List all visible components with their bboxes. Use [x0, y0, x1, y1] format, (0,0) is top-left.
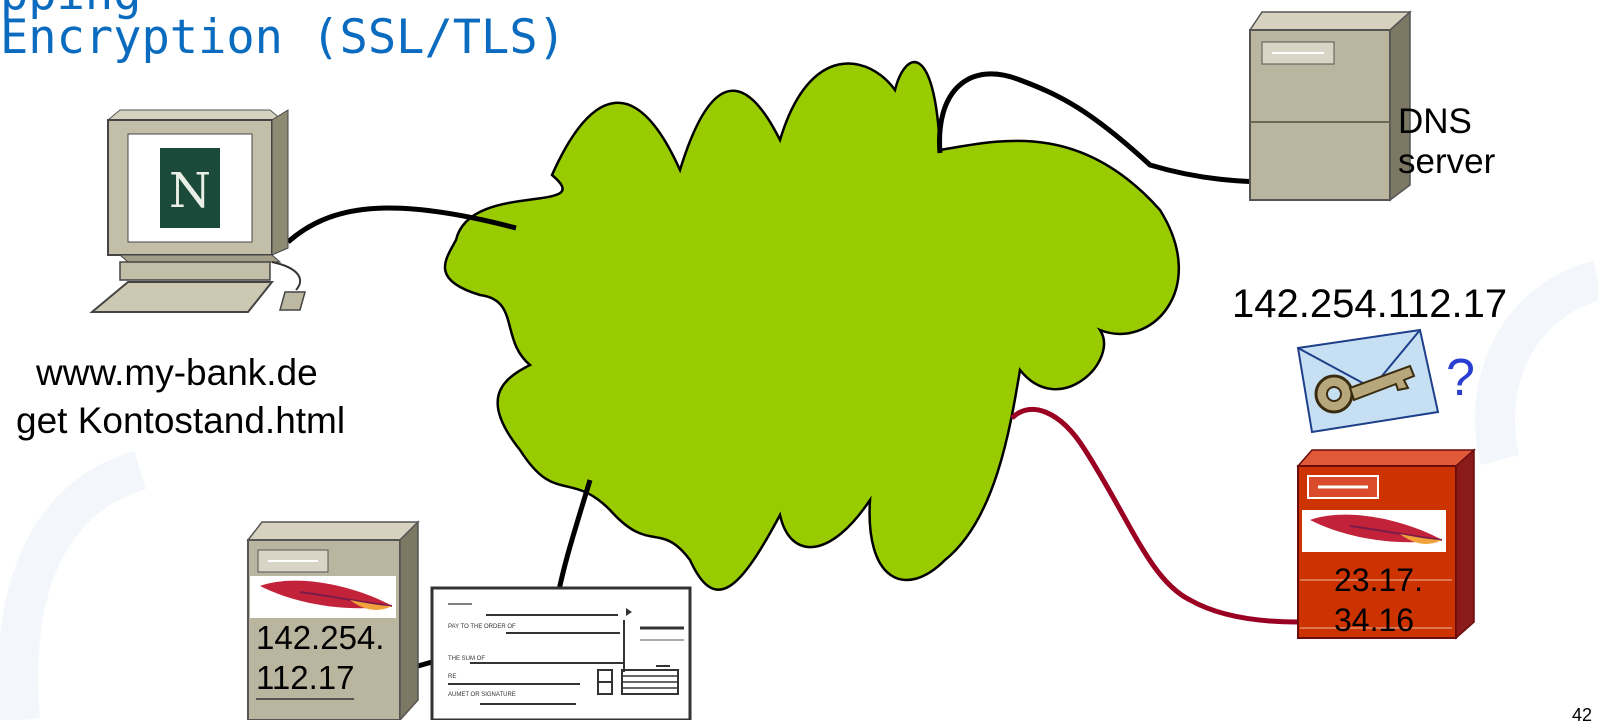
- bank-ip-label: 142.254. 112.17: [256, 618, 384, 700]
- attacker-ip-label: 23.17. 34.16: [1334, 560, 1423, 640]
- bank-ip-line1: 142.254.: [256, 619, 385, 656]
- internet-cloud: [443, 60, 1180, 591]
- header-fragment: pping: [0, 0, 141, 21]
- mouse-cable: [271, 261, 301, 291]
- mouse-icon: [279, 291, 306, 311]
- link-bank-cheque: [417, 659, 433, 669]
- dns-label-line1: DNS: [1398, 102, 1472, 141]
- slide-title: Encryption (SSL/TLS): [0, 10, 566, 65]
- browser-logo-letter: N: [169, 163, 211, 219]
- page-number: 42: [1571, 705, 1592, 725]
- cheque-document: PAY TO THE ORDER OF THE SUM OF RE AUMET …: [430, 586, 692, 720]
- cheque-payto: PAY TO THE ORDER OF: [448, 624, 516, 630]
- link-cloud-dns: [937, 71, 1293, 186]
- certificate-envelope-icon: [1296, 328, 1440, 434]
- attacker-server: [1296, 448, 1476, 640]
- dns-label: DNS server: [1398, 102, 1495, 182]
- bank-server: [246, 520, 420, 720]
- bank-ip-line2: 112.17: [256, 658, 355, 700]
- dns-server: [1248, 10, 1412, 202]
- attacker-ip-line2: 34.16: [1334, 602, 1415, 638]
- resolved-ip-label: 142.254.112.17: [1232, 282, 1508, 326]
- question-mark: ?: [1446, 349, 1475, 407]
- request-url: www.my-bank.de: [36, 352, 318, 393]
- request-path: get Kontostand.html: [16, 400, 346, 441]
- browser-logo-icon: [160, 148, 220, 228]
- link-cloud-bank: [555, 479, 593, 596]
- cheque-re: RE: [448, 674, 456, 680]
- link-client-cloud: [286, 205, 517, 244]
- background-swirl: [0, 260, 1598, 720]
- cheque-sum: THE SUM OF: [448, 656, 485, 662]
- cheque-signature: AUMET OR SIGNATURE: [448, 692, 516, 698]
- key-icon: [1314, 364, 1416, 414]
- link-rogue: [1010, 407, 1299, 625]
- dns-label-line2: server: [1398, 142, 1496, 181]
- attacker-ip-line1: 23.17.: [1334, 562, 1423, 598]
- client-computer: N: [89, 109, 306, 313]
